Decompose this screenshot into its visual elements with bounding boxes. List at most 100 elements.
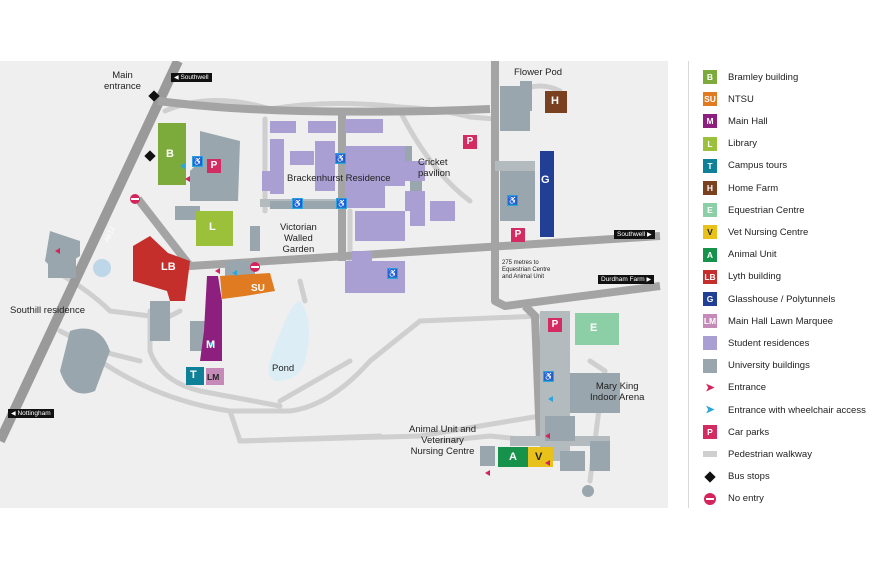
- building-main-hall-shape: [200, 276, 222, 361]
- code-glasshouse[interactable]: G: [541, 174, 550, 186]
- legend-label: Student residences: [728, 337, 810, 349]
- no-entry-icon: [703, 492, 717, 506]
- disabled-parking-icon: ♿: [507, 195, 518, 206]
- car-park-bramley[interactable]: P: [207, 159, 221, 173]
- legend-label: Home Farm: [728, 182, 779, 194]
- legend-label: Glasshouse / Polytunnels: [728, 293, 836, 305]
- sign-nottingham: ◀ Nottingham: [8, 409, 54, 418]
- legend-swatch: H: [703, 181, 717, 195]
- legend-label: Car parks: [728, 426, 770, 438]
- legend-item: H Home Farm: [703, 180, 778, 196]
- code-bramley[interactable]: B: [166, 148, 174, 160]
- code-equestrian[interactable]: E: [590, 322, 598, 334]
- legend-swatch: V: [703, 225, 717, 240]
- car-park-equestrian[interactable]: P: [548, 318, 562, 332]
- building-campus-tours-shape: [186, 367, 204, 385]
- legend-swatch: B: [703, 70, 717, 84]
- legend-label: Pedestrian walkway: [728, 448, 812, 460]
- legend-label: Animal Unit: [728, 249, 777, 261]
- code-lyth[interactable]: LB: [161, 261, 176, 273]
- building-library-shape: [196, 211, 233, 246]
- legend-label: Bus stops: [728, 471, 770, 483]
- campus-map[interactable]: Main entrance Flower Pod Cricket pavilio…: [0, 61, 668, 508]
- legend-item: Bus stops: [703, 469, 770, 485]
- label-animal-unit-vet: Animal Unit and Veterinary Nursing Centr…: [409, 424, 477, 457]
- legend-label: Vet Nursing Centre: [728, 226, 809, 238]
- entrance-arrow-icon: ➤: [705, 381, 715, 394]
- building-animal-unit-shape: [498, 447, 528, 467]
- disabled-parking-icon: ♿: [335, 153, 346, 164]
- campus-roads: [134, 61, 661, 442]
- legend-swatch: LM: [703, 314, 717, 329]
- building-glasshouse-shape: [540, 151, 554, 237]
- building-lyth-shape: [133, 236, 190, 301]
- code-animal-unit[interactable]: A: [509, 451, 517, 463]
- arrow-right-icon: ▶: [646, 277, 652, 283]
- legend-swatch: [703, 336, 717, 351]
- code-home-farm[interactable]: H: [551, 95, 559, 107]
- legend-swatch: G: [703, 292, 717, 306]
- disabled-parking-icon: ♿: [543, 371, 554, 382]
- pond-shape: [268, 301, 309, 381]
- building-bramley-shape: [158, 123, 186, 185]
- legend-item: No entry: [703, 491, 764, 507]
- code-campus-tours[interactable]: T: [190, 369, 197, 381]
- legend-item: B Bramley building: [703, 69, 798, 85]
- building-ntsu-shape: [220, 273, 275, 299]
- car-park-cricket[interactable]: P: [463, 135, 477, 149]
- building-marquee-shape: [206, 368, 224, 385]
- arrow-left-icon: ◀: [174, 75, 179, 81]
- bus-stop-icon: [703, 470, 717, 484]
- legend-swatch: E: [703, 203, 717, 218]
- code-main-hall[interactable]: M: [206, 339, 216, 351]
- legend-item: E Equestrian Centre: [703, 202, 805, 218]
- legend-label: Main Hall Lawn Marquee: [728, 315, 834, 327]
- legend-swatch: P: [703, 425, 717, 440]
- legend-item: P Car parks: [703, 424, 769, 440]
- map-graphics: [0, 61, 661, 497]
- legend-label: University buildings: [728, 360, 810, 372]
- legend-item: University buildings: [703, 358, 810, 374]
- label-main-entrance: Main entrance: [104, 70, 141, 92]
- legend-item: ➤ Entrance with wheelchair access: [703, 402, 866, 418]
- disabled-parking-icon: ♿: [192, 156, 203, 167]
- code-library[interactable]: L: [209, 221, 216, 233]
- disabled-parking-icon: ♿: [292, 198, 303, 209]
- label-pond: Pond: [272, 363, 295, 374]
- building-equestrian-shape: [575, 313, 619, 345]
- entrance-arrow-icon: ➤: [705, 404, 715, 416]
- university-buildings: [45, 81, 620, 497]
- legend-label: Bramley building: [728, 71, 799, 83]
- legend-item: LM Main Hall Lawn Marquee: [703, 313, 833, 329]
- sign-durdham-farm: Durdham Farm ▶: [598, 275, 655, 284]
- road-a612: [0, 61, 183, 444]
- label-cricket-pavilion: Cricket pavilion: [418, 157, 451, 179]
- code-vet-nursing[interactable]: V: [535, 451, 543, 463]
- legend-label: Equestrian Centre: [728, 204, 805, 216]
- legend-item: ➤Entrance: [703, 380, 766, 396]
- legend-swatch: L: [703, 136, 717, 151]
- label-victorian-walled-garden: Victorian Walled Garden: [280, 222, 317, 255]
- arrow-left-icon: ◀: [11, 411, 16, 417]
- legend-label: Entrance with wheelchair access: [728, 404, 866, 416]
- car-park-glasshouse[interactable]: P: [511, 228, 525, 242]
- legend-item: G Glasshouse / Polytunnels: [703, 291, 835, 307]
- arrow-right-icon: ▶: [647, 232, 652, 238]
- label-flower-pod: Flower Pod: [514, 67, 563, 78]
- legend-item: V Vet Nursing Centre: [703, 224, 808, 240]
- legend-label: Lyth building: [728, 271, 781, 283]
- legend-label: Main Hall: [728, 115, 768, 127]
- code-marquee[interactable]: LM: [207, 372, 220, 382]
- walkway-swatch: [703, 451, 717, 458]
- code-ntsu[interactable]: SU: [251, 283, 265, 294]
- legend-label: No entry: [728, 493, 764, 505]
- legend-swatch: [703, 358, 717, 373]
- student-residences: [262, 119, 455, 293]
- legend-label: NTSU: [728, 93, 754, 105]
- label-brackenhurst-residence: Brackenhurst Residence: [287, 173, 391, 184]
